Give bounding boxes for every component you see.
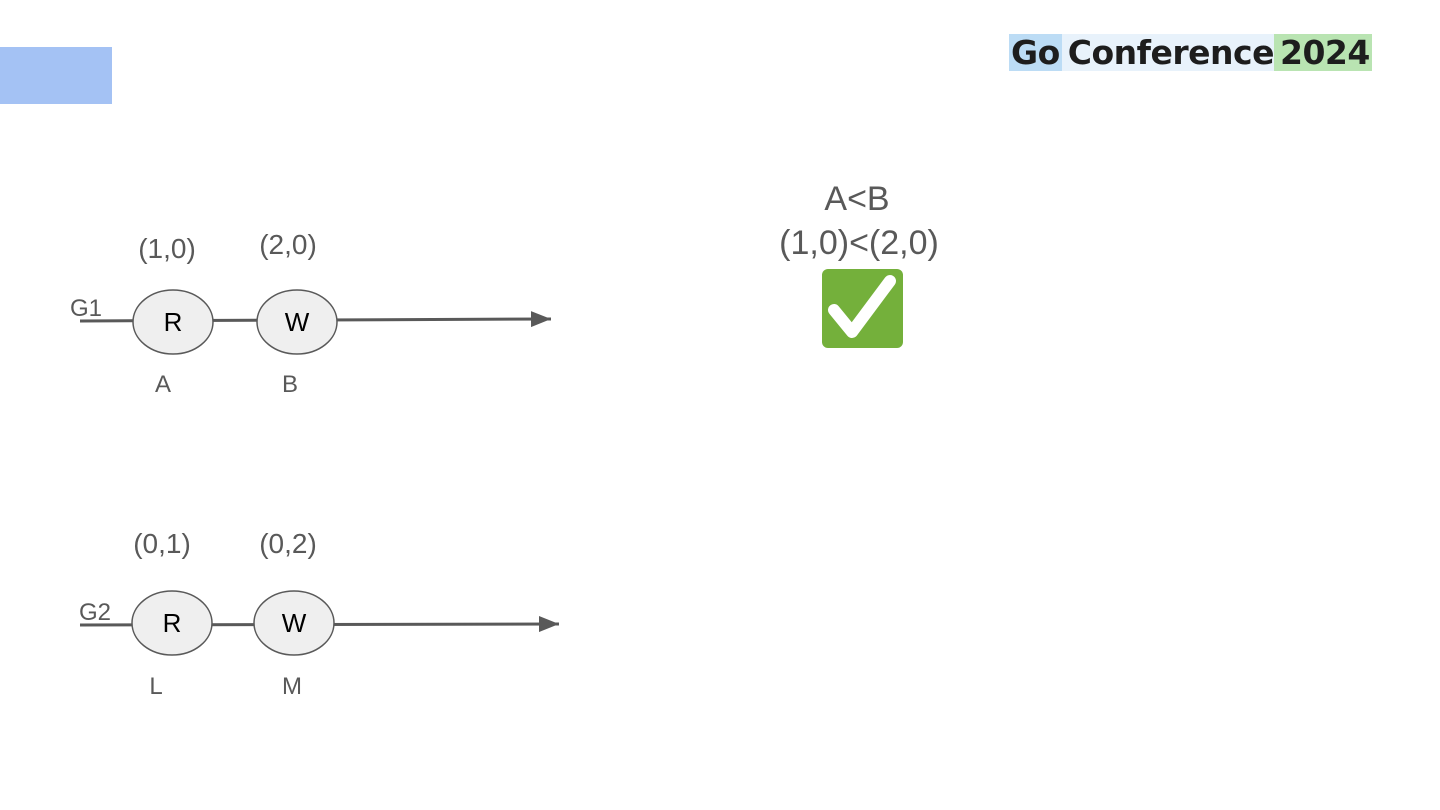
event-node xyxy=(131,590,213,656)
corner-accent-block xyxy=(0,47,112,104)
vector-clock-label: (0,2) xyxy=(259,528,317,559)
go-conference-logo: Go Conference 2024 xyxy=(1009,34,1372,71)
logo-word-go: Go xyxy=(1009,33,1062,72)
event-node xyxy=(253,590,335,656)
event-name-label: M xyxy=(282,673,302,700)
check-mark-button-icon xyxy=(822,269,903,348)
event-name-label: A xyxy=(155,371,171,398)
vector-clock-label: (2,0) xyxy=(259,229,317,260)
logo-word-year: 2024 xyxy=(1273,34,1372,71)
timeline-g1: G1 (1,0) R A (2,0) W B xyxy=(70,229,552,398)
event-op-label: W xyxy=(282,608,307,638)
event-op-label: R xyxy=(163,608,182,638)
event-name-label: L xyxy=(149,673,162,700)
timeline-label: G1 xyxy=(70,295,102,322)
timeline-label: G2 xyxy=(79,599,111,626)
happens-before-relation: A<B xyxy=(824,180,889,218)
event-name-label: B xyxy=(282,371,298,398)
event-op-label: W xyxy=(285,307,310,337)
event-op-label: R xyxy=(164,307,183,337)
event-node xyxy=(256,289,338,355)
event-node xyxy=(132,289,214,355)
vector-clock-comparison: (1,0)<(2,0) xyxy=(779,224,939,262)
vector-clock-label: (1,0) xyxy=(138,233,196,264)
timeline-g2: G2 (0,1) R L (0,2) W M xyxy=(79,528,560,700)
vector-clock-label: (0,1) xyxy=(133,528,191,559)
comparison-result: A<B (1,0)<(2,0) xyxy=(779,180,939,348)
logo-word-conference: Conference xyxy=(1061,34,1274,71)
